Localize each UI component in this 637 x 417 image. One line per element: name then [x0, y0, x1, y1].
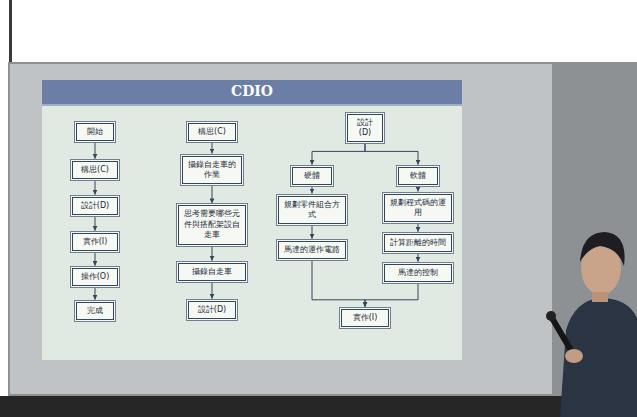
box-text: 規劃零件組合方式 [283, 200, 341, 221]
process-box: 實作(I) [341, 309, 389, 327]
screen-frame [8, 62, 637, 396]
flow-arrow [418, 186, 419, 191]
flow-arrow [365, 283, 418, 307]
process-box: 攝錄自走車 [178, 263, 246, 281]
box-text: 設計(D) [77, 201, 113, 211]
flow-arrow [95, 252, 96, 266]
presenter-jacket [560, 298, 637, 417]
stage-floor [0, 396, 637, 417]
flow-arrow [212, 142, 213, 153]
process-box: 實作(I) [72, 233, 118, 251]
process-box: 計算距離的時間 [384, 234, 452, 252]
box-text: 硬體 [297, 171, 327, 181]
box-text: 實作(I) [77, 237, 113, 247]
presenter-neck [592, 292, 608, 302]
process-box: 開始 [76, 123, 114, 141]
slide [42, 80, 462, 360]
box-text: 軟體 [403, 171, 433, 181]
box-text: 構思(C) [193, 127, 231, 137]
flow-arrow [418, 223, 419, 231]
process-box: 馬達的運作電路 [278, 241, 346, 259]
flow-arrow [95, 287, 96, 300]
projection-screen [10, 64, 552, 394]
flow-arrow [212, 282, 213, 299]
flow-arrow [365, 143, 418, 164]
box-text: 完成 [81, 306, 109, 316]
flow-arrow [312, 260, 365, 307]
flow-arrow [212, 246, 213, 261]
box-text: 設計(D) [193, 305, 231, 315]
flow-arrow [312, 225, 313, 238]
flow-arrow [212, 185, 213, 203]
box-text: 思考需要哪些元件與搭配架設自走車 [183, 209, 241, 240]
process-box: 構思(C) [72, 161, 118, 179]
flow-arrow [95, 142, 96, 159]
process-box: 設計(D) [72, 197, 118, 215]
process-box: 完成 [76, 302, 114, 320]
slide-title-rule [42, 104, 462, 106]
presenter-hair [580, 232, 625, 266]
presenter [546, 232, 637, 417]
box-text: 操作(O) [77, 272, 113, 282]
presenter-hand [565, 349, 583, 363]
box-text: 實作(I) [346, 313, 384, 323]
slide-title: CDIO [42, 82, 462, 100]
box-text: 構思(C) [77, 165, 113, 175]
box-text: 馬達的運作電路 [283, 245, 341, 255]
flow-arrow [418, 253, 419, 262]
process-box: 攝錄自走車的作業 [182, 156, 242, 185]
box-text: 馬達的控制 [389, 268, 447, 278]
box-text: 攝錄自走車的作業 [187, 160, 237, 181]
process-box: 設計(D) [188, 301, 236, 319]
process-box: 規劃程式碼的運用 [384, 194, 452, 223]
process-box: 規劃零件組合方式 [278, 196, 346, 225]
process-box: 操作(O) [72, 268, 118, 286]
process-box: 思考需要哪些元件與搭配架設自走車 [178, 205, 246, 244]
slide-title-bar [42, 80, 462, 104]
box-text: 攝錄自走車 [183, 267, 241, 277]
microphone-head [546, 311, 556, 321]
box-text: 規劃程式碼的運用 [389, 198, 447, 219]
flow-arrow [312, 186, 313, 193]
process-box: 馬達的控制 [384, 264, 452, 282]
flow-arrow [95, 180, 96, 195]
process-box: 設計 (D) [347, 114, 383, 143]
flow-arrow [95, 216, 96, 231]
process-box: 軟體 [398, 167, 438, 185]
microphone [552, 318, 572, 352]
process-box: 硬體 [292, 167, 332, 185]
wall-edge [9, 0, 12, 64]
box-text: 設計 (D) [352, 118, 378, 139]
process-box: 構思(C) [188, 123, 236, 141]
box-text: 開始 [81, 127, 109, 137]
box-text: 計算距離的時間 [389, 238, 447, 248]
flow-arrow [312, 143, 365, 164]
